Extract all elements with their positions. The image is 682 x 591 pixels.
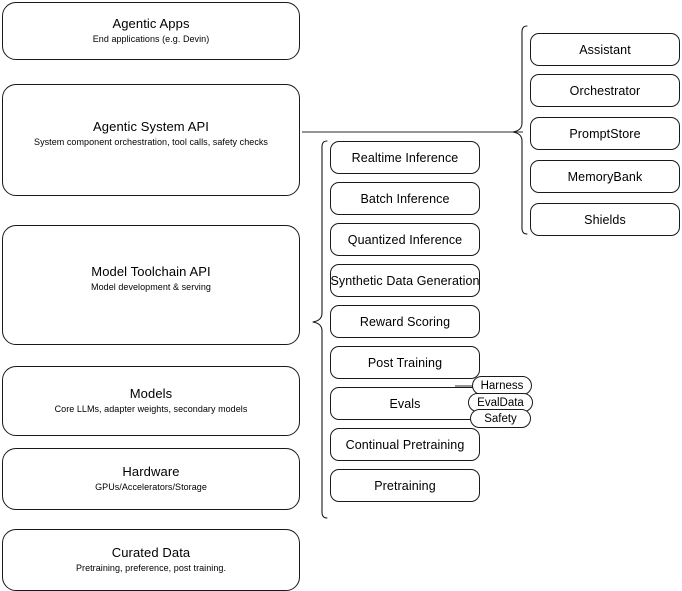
- layer-text-model-toolchain-api: Model Toolchain API Model development & …: [3, 264, 299, 294]
- system-item-label: Orchestrator: [569, 83, 641, 98]
- layer-text-hardware: Hardware GPUs/Accelerators/Storage: [3, 464, 299, 494]
- layer-title: Curated Data: [111, 545, 191, 560]
- system-item-label: PromptStore: [569, 126, 641, 141]
- toolchain-item-pretraining[interactable]: Pretraining: [330, 469, 480, 502]
- system-item-label: MemoryBank: [567, 169, 643, 184]
- layer-subtitle: System component orchestration, tool cal…: [34, 137, 268, 147]
- layer-text-models: Models Core LLMs, adapter weights, secon…: [3, 386, 299, 416]
- toolchain-item-label: Reward Scoring: [359, 314, 451, 329]
- toolchain-components-brace: [312, 140, 328, 519]
- layer-title: Model Toolchain API: [91, 264, 211, 279]
- layer-agentic-apps[interactable]: Agentic Apps End applications (e.g. Devi…: [2, 2, 300, 60]
- system-item-label: Shields: [584, 212, 626, 227]
- system-item-memorybank[interactable]: MemoryBank: [530, 160, 680, 193]
- system-item-orchestrator[interactable]: Orchestrator: [530, 74, 680, 107]
- layer-subtitle: GPUs/Accelerators/Storage: [95, 482, 207, 492]
- evals-badge-evaldata[interactable]: EvalData: [468, 393, 533, 412]
- system-item-assistant[interactable]: Assistant: [530, 33, 680, 66]
- toolchain-item-label: Quantized Inference: [347, 232, 463, 247]
- toolchain-item-batch-inference[interactable]: Batch Inference: [330, 182, 480, 215]
- toolchain-item-label: Post Training: [367, 355, 443, 370]
- toolchain-item-synthetic-data-generation[interactable]: Synthetic Data Generation: [330, 264, 480, 297]
- toolchain-item-reward-scoring[interactable]: Reward Scoring: [330, 305, 480, 338]
- toolchain-item-label: Evals: [389, 396, 421, 411]
- system-item-shields[interactable]: Shields: [530, 203, 680, 236]
- layer-agentic-system-api[interactable]: Agentic System API System component orch…: [2, 84, 300, 196]
- system-components-brace: [512, 25, 528, 235]
- system-item-label: Assistant: [579, 42, 631, 57]
- evals-badge-label: Harness: [480, 379, 524, 392]
- system-item-promptstore[interactable]: PromptStore: [530, 117, 680, 150]
- toolchain-item-evals[interactable]: Evals: [330, 387, 480, 420]
- layer-text-agentic-apps: Agentic Apps End applications (e.g. Devi…: [3, 16, 299, 46]
- layer-models[interactable]: Models Core LLMs, adapter weights, secon…: [2, 366, 300, 436]
- layer-subtitle: End applications (e.g. Devin): [92, 34, 210, 44]
- toolchain-item-label: Continual Pretraining: [345, 437, 465, 452]
- evals-badge-safety[interactable]: Safety: [470, 409, 531, 428]
- toolchain-item-label: Realtime Inference: [351, 150, 459, 165]
- toolchain-item-continual-pretraining[interactable]: Continual Pretraining: [330, 428, 480, 461]
- toolchain-item-quantized-inference[interactable]: Quantized Inference: [330, 223, 480, 256]
- layer-subtitle: Model development & serving: [91, 282, 211, 292]
- toolchain-item-post-training[interactable]: Post Training: [330, 346, 480, 379]
- toolchain-item-label: Batch Inference: [360, 191, 450, 206]
- layer-text-agentic-system-api: Agentic System API System component orch…: [3, 119, 299, 149]
- layer-text-curated-data: Curated Data Pretraining, preference, po…: [3, 545, 299, 575]
- layer-title: Models: [129, 386, 173, 401]
- layer-model-toolchain-api[interactable]: Model Toolchain API Model development & …: [2, 225, 300, 345]
- evals-badge-label: EvalData: [477, 396, 524, 409]
- evals-badge-harness[interactable]: Harness: [472, 376, 532, 395]
- layer-hardware[interactable]: Hardware GPUs/Accelerators/Storage: [2, 448, 300, 510]
- toolchain-item-label: Pretraining: [374, 478, 436, 493]
- layer-title: Agentic System API: [93, 119, 209, 134]
- layer-title: Hardware: [122, 464, 180, 479]
- layer-title: Agentic Apps: [112, 16, 190, 31]
- toolchain-item-realtime-inference[interactable]: Realtime Inference: [330, 141, 480, 174]
- layer-subtitle: Pretraining, preference, post training.: [75, 563, 227, 573]
- toolchain-item-label: Synthetic Data Generation: [330, 273, 480, 288]
- evals-badge-label: Safety: [484, 412, 517, 425]
- layer-subtitle: Core LLMs, adapter weights, secondary mo…: [54, 404, 248, 414]
- layer-curated-data[interactable]: Curated Data Pretraining, preference, po…: [2, 529, 300, 591]
